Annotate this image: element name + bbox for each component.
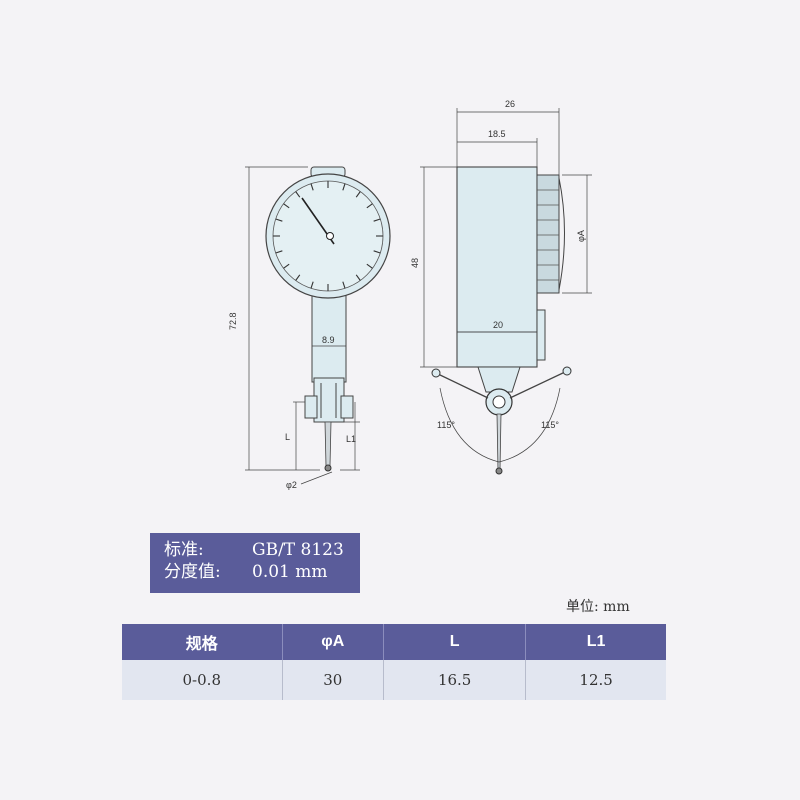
side-bezel [558, 177, 565, 291]
cell-spec: 0-0.8 [122, 660, 283, 700]
dial-tick [355, 274, 361, 281]
dim-body-lower: 20 [493, 320, 503, 330]
side-ball [495, 467, 503, 475]
side-knurl [536, 174, 560, 294]
dial-tick [373, 218, 381, 222]
front-stylus [324, 421, 332, 467]
dial-tick [275, 250, 283, 254]
header-phiA: φA [282, 624, 385, 660]
table-header-row: 规格 φA L L1 [122, 624, 666, 660]
dial-tick [275, 218, 283, 222]
dial-tick [310, 281, 314, 289]
dial-tick [366, 263, 373, 269]
swing-arc [439, 387, 561, 463]
side-dimension-lines [420, 108, 592, 368]
cell-L: 16.5 [383, 660, 527, 700]
dial-tick [283, 263, 290, 269]
standard-row: 标准: GB/T 8123 [164, 539, 360, 561]
front-clamp [313, 377, 345, 423]
header-spec: 规格 [122, 624, 283, 660]
arm-left-ball [431, 368, 441, 378]
side-body [456, 166, 538, 368]
dial-hub [326, 232, 334, 240]
dim-L1: L1 [346, 434, 356, 444]
dial-tick [283, 203, 290, 209]
resolution-label: 分度值: [164, 562, 221, 582]
technical-drawing: 72.8 8.9 L L1 φ2 26 18.5 48 φA [228, 99, 592, 490]
unit-note: 单位: mm [566, 599, 630, 615]
resolution-value: 0.01 mm [252, 562, 328, 582]
dial-tick [373, 250, 381, 254]
resolution-row: 分度值: 0.01 mm [164, 561, 360, 583]
arm-right-ball [562, 366, 572, 376]
clamp-right-ear [340, 395, 354, 419]
dim-stem-width: 8.9 [322, 335, 335, 345]
dial-tick [295, 191, 301, 198]
dial-tick [310, 183, 314, 191]
dial-tick [342, 281, 346, 289]
dial-ticks [273, 181, 383, 291]
standard-value: GB/T 8123 [252, 540, 344, 560]
dial-tick [355, 191, 361, 198]
dial-tick [366, 203, 373, 209]
header-L: L [383, 624, 527, 660]
front-dimension-lines [245, 166, 360, 485]
dim-width-total: 26 [505, 99, 515, 109]
dim-L: L [285, 432, 290, 442]
spec-table: 规格 φA L L1 0-0.8 30 16.5 12.5 [122, 624, 666, 700]
clamp-left-ear [304, 395, 318, 419]
dial-tick [342, 183, 346, 191]
front-ball [324, 464, 332, 472]
dim-angle-left: 115° [437, 420, 455, 430]
side-lower-tab [536, 309, 546, 361]
table-row: 0-0.8 30 16.5 12.5 [122, 660, 666, 700]
dim-width-body: 18.5 [488, 129, 506, 139]
cell-phiA: 30 [282, 660, 385, 700]
spec-box: 标准: GB/T 8123 分度值: 0.01 mm [150, 533, 360, 593]
dim-angle-right: 115° [541, 420, 559, 430]
cell-L1: 12.5 [525, 660, 666, 700]
dim-height-dial: 48 [410, 258, 420, 268]
pivot-inner [492, 395, 506, 409]
arm-right [509, 371, 566, 399]
header-L1: L1 [525, 624, 666, 660]
standard-label: 标准: [164, 540, 204, 560]
dim-dial-dia: φA [576, 230, 586, 242]
dim-height-total: 72.8 [228, 312, 238, 330]
knurl-lines [537, 189, 559, 281]
dim-ball-dia: φ2 [286, 480, 297, 490]
arm-left [437, 373, 489, 399]
side-swivel [477, 366, 521, 393]
dial-tick [295, 274, 301, 281]
